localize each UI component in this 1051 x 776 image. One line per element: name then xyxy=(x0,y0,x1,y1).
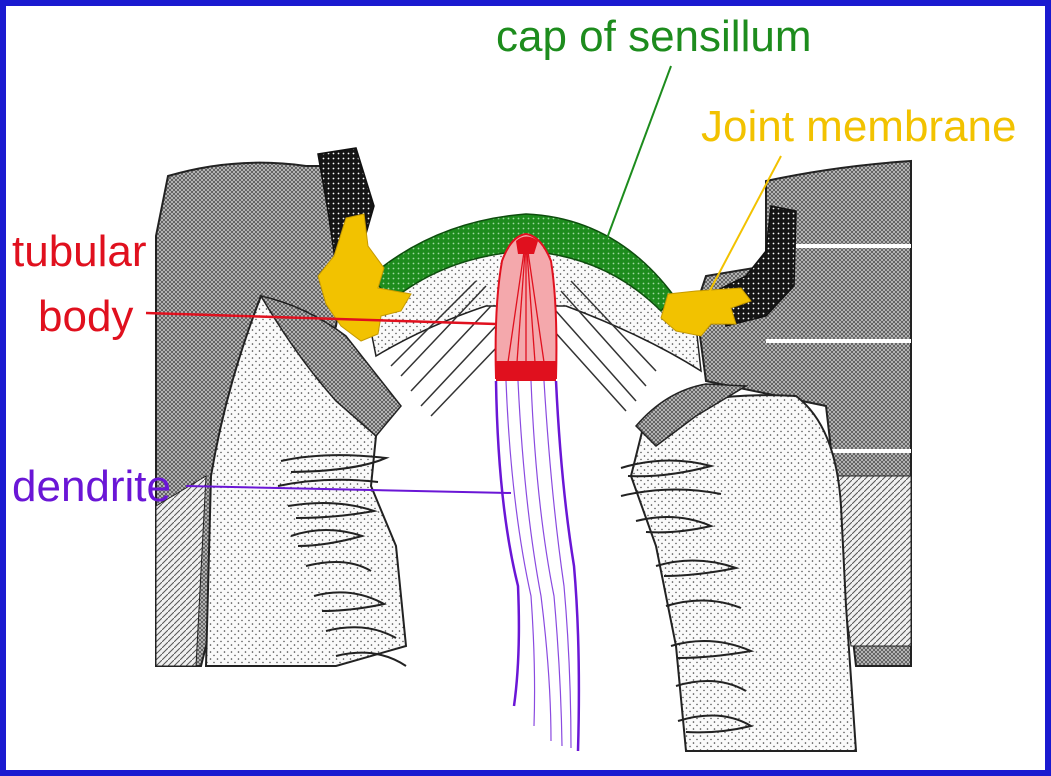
label-body: body xyxy=(38,292,133,341)
cap-leader-line xyxy=(606,66,671,241)
right-stipple-tissue xyxy=(631,395,856,751)
label-dendrite: dendrite xyxy=(12,462,171,511)
tubular-body-base xyxy=(496,361,556,381)
tubular-body-tip xyxy=(516,237,538,255)
dendrite xyxy=(496,381,579,751)
label-tubular: tubular xyxy=(12,227,147,276)
label-cap-of-sensillum: cap of sensillum xyxy=(496,12,811,61)
sensillum-diagram: cap of sensillum Joint membrane tubular … xyxy=(6,6,1045,770)
label-joint-membrane: Joint membrane xyxy=(701,102,1016,151)
diagram-frame: cap of sensillum Joint membrane tubular … xyxy=(6,6,1045,770)
